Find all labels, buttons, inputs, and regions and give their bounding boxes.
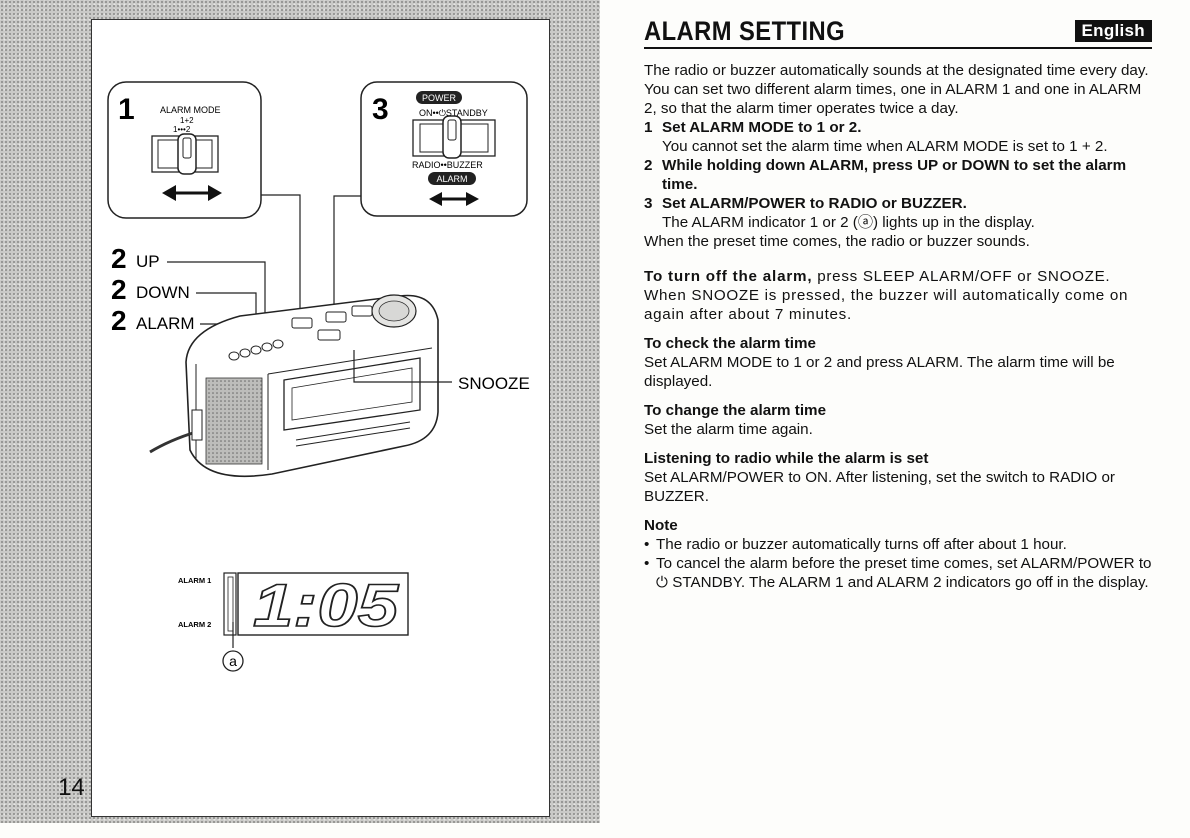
- button-labels: 2 UP 2 DOWN 2 ALARM: [111, 243, 266, 352]
- power-tag: POWER: [422, 93, 457, 103]
- alarm-mode-positions-dots: 1•••2: [173, 125, 191, 134]
- power-bottom-label: RADIO••BUZZER: [412, 160, 483, 170]
- up-step-number: 2: [111, 243, 127, 274]
- section-listening-radio-title: Listening to radio while the alarm is se…: [644, 450, 929, 467]
- clock-time-readout: 1:05: [253, 572, 400, 639]
- alarm-mode-label: ALARM MODE: [160, 105, 221, 115]
- step-1-number: 1: [644, 119, 653, 136]
- section-check-alarm-text: Set ALARM MODE to 1 or 2 and press ALARM…: [644, 354, 1115, 390]
- section-check-alarm-title: To check the alarm time: [644, 335, 816, 352]
- turn-off-text: press SLEEP ALARM/OFF or SNOOZE. When SN…: [644, 268, 1129, 323]
- alarm-2-indicator-label: ALARM 2: [178, 620, 211, 629]
- step-1-title: Set ALARM MODE to 1 or 2.: [662, 119, 862, 136]
- instructions-column: ALARM SETTING English The radio or buzze…: [644, 16, 1152, 592]
- indicator-marker-a: a: [229, 653, 237, 669]
- section-listening-radio: Listening to radio while the alarm is se…: [644, 449, 1152, 506]
- snooze-leader-line: [353, 350, 452, 383]
- step-1: 1 Set ALARM MODE to 1 or 2. You cannot s…: [644, 118, 1152, 156]
- note-list: • The radio or buzzer automatically turns…: [644, 535, 1152, 592]
- slide-arrow-icon: [162, 185, 222, 201]
- alarm-mode-positions: 1+2: [180, 116, 194, 125]
- page-title: ALARM SETTING: [644, 16, 846, 46]
- note-item-text: To cancel the alarm before the preset ti…: [656, 555, 1152, 591]
- note-item: • To cancel the alarm before the preset t…: [644, 554, 1152, 592]
- bullet-icon: •: [644, 536, 650, 553]
- callout-alarm-mode: 1 ALARM MODE 1+2 1•••2: [107, 81, 262, 219]
- clock-radio-body: [149, 294, 439, 478]
- page-number: 14: [58, 774, 85, 801]
- section-change-alarm: To change the alarm time Set the alarm t…: [644, 401, 1152, 439]
- up-label: UP: [136, 252, 160, 271]
- display-closeup: ALARM 1 ALARM 2 1:05 a: [178, 571, 409, 672]
- slide-arrow-icon: [429, 192, 479, 206]
- intro-paragraph-1: The radio or buzzer automatically sounds…: [644, 62, 1149, 79]
- step-1-text: You cannot set the alarm time when ALARM…: [662, 138, 1108, 155]
- clock-illustration: 1 ALARM MODE 1+2 1•••2 3 POWER ON••⏻STAN…: [107, 81, 530, 672]
- step-3-text: The ALARM indicator 1 or 2 (ⓐ) lights up…: [662, 214, 1035, 231]
- preset-time-text: When the preset time comes, the radio or…: [644, 233, 1030, 250]
- language-badge: English: [1074, 20, 1152, 42]
- alarm-1-indicator-label: ALARM 1: [178, 576, 211, 585]
- alarm-tag: ALARM: [436, 174, 467, 184]
- callout-3-number: 3: [372, 93, 389, 126]
- down-step-number: 2: [111, 274, 127, 305]
- turn-off-lead: To turn off the alarm,: [644, 268, 813, 285]
- turn-off-paragraph: To turn off the alarm, press SLEEP ALARM…: [644, 267, 1152, 324]
- callout-1-number: 1: [118, 93, 135, 126]
- snooze-label: SNOOZE: [458, 374, 530, 393]
- alarm-step-number: 2: [111, 305, 127, 336]
- step-2: 2 While holding down ALARM, press UP or …: [644, 156, 1152, 194]
- intro-paragraph-2: You can set two different alarm times, o…: [644, 81, 1142, 117]
- step-2-title: While holding down ALARM, press UP or DO…: [662, 157, 1127, 193]
- note-item-text: The radio or buzzer automatically turns …: [656, 536, 1067, 553]
- callout-leader-lines: [261, 194, 361, 308]
- step-3: 3 Set ALARM/POWER to RADIO or BUZZER. Th…: [644, 194, 1152, 232]
- step-2-number: 2: [644, 157, 653, 174]
- power-top-label: ON••⏻STANDBY: [419, 108, 488, 118]
- indicator-marker-a-icon: [222, 650, 244, 672]
- section-listening-radio-text: Set ALARM/POWER to ON. After listening, …: [644, 469, 1115, 505]
- section-change-alarm-text: Set the alarm time again.: [644, 421, 813, 438]
- section-check-alarm: To check the alarm time Set ALARM MODE t…: [644, 334, 1152, 391]
- callout-alarm-power: 3 POWER ON••⏻STANDBY RADIO••BUZZER ALARM: [360, 81, 528, 217]
- note-section: Note • The radio or buzzer automatically …: [644, 516, 1152, 592]
- note-item: • The radio or buzzer automatically turns…: [644, 535, 1152, 554]
- bullet-icon: •: [644, 555, 650, 572]
- step-3-number: 3: [644, 195, 653, 212]
- alarm-label: ALARM: [136, 314, 195, 333]
- page-header: ALARM SETTING English: [644, 16, 1152, 49]
- note-title: Note: [644, 517, 678, 534]
- step-3-title: Set ALARM/POWER to RADIO or BUZZER.: [662, 195, 967, 212]
- down-label: DOWN: [136, 283, 190, 302]
- section-change-alarm-title: To change the alarm time: [644, 402, 827, 419]
